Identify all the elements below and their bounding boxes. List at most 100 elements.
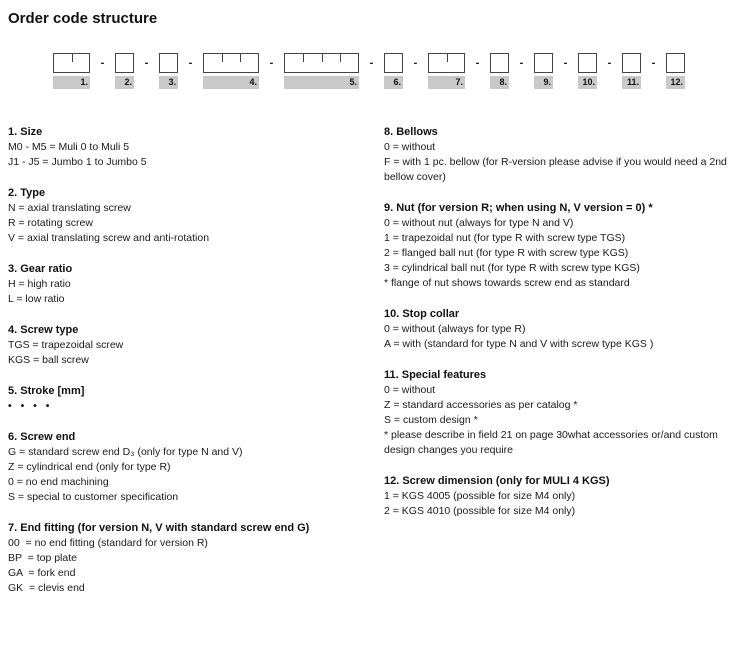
code-box	[428, 53, 465, 73]
section-line: 1 = KGS 4005 (possible for size M4 only)	[384, 490, 576, 502]
section-line: J1 - J5 = Jumbo 1 to Jumbo 5	[8, 156, 147, 168]
section-line: N = axial translating screw	[8, 202, 131, 214]
dash-separator: -	[563, 57, 568, 69]
section-line: TGS = trapezoidal screw	[8, 339, 124, 351]
code-box-number: 2.	[115, 76, 134, 89]
section-screw-dimension: 12. Screw dimension (only for MULI 4 KGS…	[384, 474, 742, 519]
dash-separator: -	[369, 57, 374, 69]
code-box-number: 12.	[666, 76, 685, 89]
code-box	[666, 53, 685, 73]
section-line: A = with (standard for type N and V with…	[384, 338, 654, 350]
dash-separator: -	[413, 57, 418, 69]
code-box-number: 5.	[284, 76, 359, 89]
dash-separator: -	[144, 57, 149, 69]
code-box-group-3: 3.	[159, 53, 178, 89]
stroke-dots: • • • •	[8, 400, 53, 412]
section-stroke: 5. Stroke [mm] • • • •	[8, 384, 368, 414]
code-box-number: 1.	[53, 76, 90, 89]
section-heading: 6. Screw end	[8, 431, 76, 443]
code-box	[203, 53, 259, 73]
code-box	[490, 53, 509, 73]
code-box-group-11: 11.	[622, 53, 641, 89]
section-screw-type: 4. Screw type TGS = trapezoidal screw KG…	[8, 323, 368, 368]
cell-divider	[71, 54, 73, 62]
code-box-number: 8.	[490, 76, 509, 89]
section-line: R = rotating screw	[8, 217, 93, 229]
section-line: 0 = without	[384, 384, 436, 396]
dash-separator: -	[269, 57, 274, 69]
dash-separator: -	[651, 57, 656, 69]
dash-separator: -	[519, 57, 524, 69]
code-box	[622, 53, 641, 73]
section-heading: 12. Screw dimension (only for MULI 4 KGS…	[384, 475, 610, 487]
code-box	[578, 53, 597, 73]
code-box-group-12: 12.	[666, 53, 685, 89]
code-box-group-10: 10.	[578, 53, 597, 89]
section-line: 3 = cylindrical ball nut (for type R wit…	[384, 262, 640, 274]
section-line: 2 = KGS 4010 (possible for size M4 only)	[384, 505, 576, 517]
cell-divider	[303, 54, 305, 62]
code-box-group-8: 8.	[490, 53, 509, 89]
section-line: 00 = no end fitting (standard for versio…	[8, 537, 208, 549]
dash-separator: -	[607, 57, 612, 69]
code-box	[384, 53, 403, 73]
section-line: Z = cylindrical end (only for type R)	[8, 461, 171, 473]
section-heading: 11. Special features	[384, 369, 487, 381]
cell-divider	[339, 54, 341, 62]
section-line: KGS = ball screw	[8, 354, 89, 366]
cell-divider	[321, 54, 323, 62]
dash-separator: -	[475, 57, 480, 69]
code-box	[115, 53, 134, 73]
section-heading: 10. Stop collar	[384, 308, 460, 320]
code-box-group-2: 2.	[115, 53, 134, 89]
section-line: 0 = without	[384, 141, 436, 153]
section-line: 1 = trapezoidal nut (for type R with scr…	[384, 232, 626, 244]
section-line: L = low ratio	[8, 293, 65, 305]
code-box-group-9: 9.	[534, 53, 553, 89]
section-heading: 9. Nut (for version R; when using N, V v…	[384, 202, 653, 214]
code-box-number: 10.	[578, 76, 597, 89]
section-line: G = standard screw end D₃ (only for type…	[8, 446, 243, 458]
section-line: 0 = without nut (always for type N and V…	[384, 217, 574, 229]
section-heading: 2. Type	[8, 187, 46, 199]
section-line: 0 = without (always for type R)	[384, 323, 526, 335]
code-box-number: 4.	[203, 76, 259, 89]
section-line: S = custom design *	[384, 414, 478, 426]
section-size: 1. Size M0 - M5 = Muli 0 to Muli 5 J1 - …	[8, 125, 368, 170]
code-box-group-4: 4.	[203, 53, 259, 89]
cell-divider	[221, 54, 223, 62]
code-box-group-6: 6.	[384, 53, 403, 89]
section-heading: 5. Stroke [mm]	[8, 385, 85, 397]
section-line: Z = standard accessories as per catalog …	[384, 399, 578, 411]
code-box-number: 6.	[384, 76, 403, 89]
order-code-diagram: 1. - 2. - 3. - 4. - 5.	[53, 53, 742, 89]
code-box-number: 11.	[622, 76, 641, 89]
section-heading: 4. Screw type	[8, 324, 79, 336]
code-box-group-1: 1.	[53, 53, 90, 89]
section-line: GA = fork end	[8, 567, 76, 579]
section-line: 2 = flanged ball nut (for type R with sc…	[384, 247, 629, 259]
section-gear-ratio: 3. Gear ratio H = high ratio L = low rat…	[8, 262, 368, 307]
section-heading: 8. Bellows	[384, 126, 438, 138]
code-box	[534, 53, 553, 73]
section-special-features: 11. Special features 0 = without Z = sta…	[384, 368, 742, 458]
cell-divider	[446, 54, 448, 62]
code-box-number: 7.	[428, 76, 465, 89]
code-box-group-5: 5.	[284, 53, 359, 89]
section-stop-collar: 10. Stop collar 0 = without (always for …	[384, 307, 742, 352]
code-box-number: 3.	[159, 76, 178, 89]
cell-divider	[239, 54, 241, 62]
section-line: V = axial translating screw and anti-rot…	[8, 232, 210, 244]
code-box	[159, 53, 178, 73]
dash-separator: -	[188, 57, 193, 69]
code-box-group-7: 7.	[428, 53, 465, 89]
section-heading: 7. End fitting (for version N, V with st…	[8, 522, 310, 534]
section-heading: 1. Size	[8, 126, 43, 138]
code-box	[284, 53, 359, 73]
page-title: Order code structure	[8, 10, 158, 27]
section-line: M0 - M5 = Muli 0 to Muli 5	[8, 141, 130, 153]
section-line: GK = clevis end	[8, 582, 85, 594]
dash-separator: -	[100, 57, 105, 69]
section-heading: 3. Gear ratio	[8, 263, 73, 275]
